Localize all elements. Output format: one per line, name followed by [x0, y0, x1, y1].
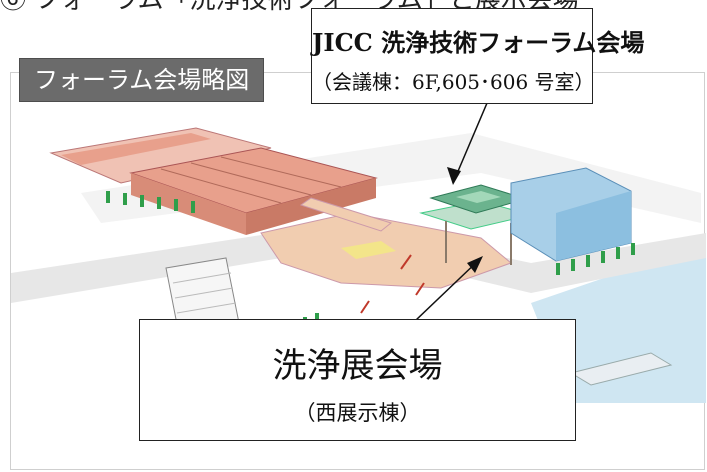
pier [569, 352, 673, 386]
glass-hall-front [556, 191, 631, 261]
road-band [11, 223, 706, 303]
exhibition-venue-callout: 洗浄展会場 （西展示棟） [139, 319, 576, 441]
forum-venue-callout: JICC 洗浄技術フォーラム会場 （会議棟：6F,605･606 号室） [311, 8, 645, 104]
forum-venue-name: JICC 洗浄技術フォーラム会場 [312, 28, 645, 57]
exhibition-hall-left-roof [61, 133, 211, 165]
exhibition-venue-name: 洗浄展会場 [272, 346, 443, 386]
map-title-tab: フォーラム会場略図 [19, 58, 265, 102]
plaza-yellow [341, 241, 396, 259]
exhibition-hall-left [49, 127, 272, 184]
exhibition-venue-building: （西展示棟） [294, 401, 421, 425]
walkway-bridge [299, 197, 393, 232]
exhibition-hall-main-side [131, 173, 246, 235]
conference-tower-top [456, 191, 501, 203]
forum-venue-room: （会議棟：6F,605･606 号室） [312, 70, 595, 94]
